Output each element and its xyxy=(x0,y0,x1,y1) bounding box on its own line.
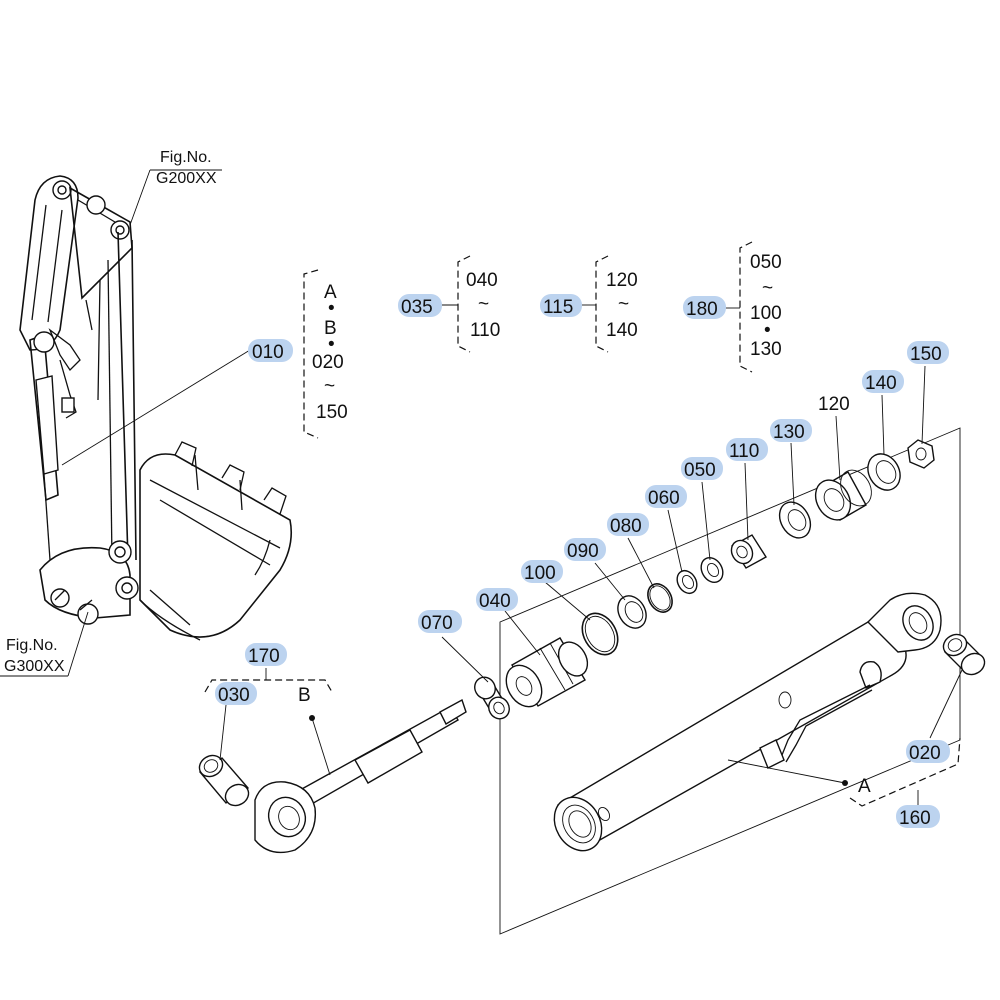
g010-item-b: B xyxy=(324,318,337,339)
part-060[interactable] xyxy=(673,567,701,597)
ref-130[interactable]: 130 xyxy=(773,422,805,443)
g180-item-130: 130 xyxy=(750,339,782,360)
g010-item-a: A xyxy=(324,282,337,303)
ref-060[interactable]: 060 xyxy=(648,488,680,509)
cylinder-tube[interactable] xyxy=(545,592,942,859)
part-100[interactable] xyxy=(575,607,625,661)
fig-ref-upper-code[interactable]: G200XX xyxy=(156,170,217,187)
part-080[interactable] xyxy=(643,580,677,617)
ref-170[interactable]: 170 xyxy=(248,646,280,667)
ref-070[interactable]: 070 xyxy=(421,613,453,634)
piston-rod[interactable] xyxy=(254,698,467,854)
g010-item-150: 150 xyxy=(316,402,348,423)
part-130[interactable] xyxy=(773,497,816,544)
ref-050[interactable]: 050 xyxy=(684,460,716,481)
g010-item-dot2: • xyxy=(328,334,335,355)
g035-item-040: 040 xyxy=(466,270,498,291)
leader-lines xyxy=(0,169,963,786)
ref-180[interactable]: 180 xyxy=(686,299,718,320)
g010-item-020: 020 xyxy=(312,352,344,373)
ref-110[interactable]: 110 xyxy=(729,441,759,462)
ref-120[interactable]: 120 xyxy=(818,394,850,415)
ref-035[interactable]: 035 xyxy=(401,297,433,318)
part-120[interactable] xyxy=(809,465,878,527)
bushing-030[interactable] xyxy=(196,751,253,809)
bushing-020[interactable] xyxy=(940,630,989,678)
g180-item-dot: • xyxy=(764,320,771,341)
g180-item-100: 100 xyxy=(750,303,782,324)
g035-item-tilde: ~ xyxy=(478,294,489,315)
g180-item-050: 050 xyxy=(750,252,782,273)
fig-ref-lower-title: Fig.No. xyxy=(6,637,58,654)
part-070[interactable] xyxy=(471,673,513,722)
ref-140[interactable]: 140 xyxy=(865,373,897,394)
ref-020[interactable]: 020 xyxy=(909,743,941,764)
ref-150[interactable]: 150 xyxy=(910,344,942,365)
part-110[interactable] xyxy=(727,534,767,569)
part-150[interactable] xyxy=(907,439,935,469)
marker-a: A xyxy=(858,776,871,797)
marker-b: B xyxy=(298,685,311,706)
ref-040[interactable]: 040 xyxy=(479,591,511,612)
g115-item-120: 120 xyxy=(606,270,638,291)
fig-ref-upper-title: Fig.No. xyxy=(160,149,212,166)
part-140[interactable] xyxy=(862,448,907,496)
boom-arm-assembly xyxy=(19,175,139,625)
g115-item-140: 140 xyxy=(606,320,638,341)
g010-item-tilde: ~ xyxy=(324,376,335,397)
part-040[interactable] xyxy=(499,637,593,713)
g180-item-tilde: ~ xyxy=(762,278,773,299)
fig-ref-lower-code[interactable]: G300XX xyxy=(4,658,65,675)
part-050[interactable] xyxy=(697,554,727,587)
ref-090[interactable]: 090 xyxy=(567,541,599,562)
ref-160[interactable]: 160 xyxy=(899,808,931,829)
group-brackets xyxy=(204,241,961,807)
g010-item-dot1: • xyxy=(328,298,335,319)
labels: Fig.No. G200XX Fig.No. G300XX 010 A • B … xyxy=(4,149,950,829)
ref-030[interactable]: 030 xyxy=(218,685,250,706)
ref-100[interactable]: 100 xyxy=(524,563,556,584)
ref-010[interactable]: 010 xyxy=(252,342,284,363)
g035-item-110: 110 xyxy=(470,320,500,341)
ref-115[interactable]: 115 xyxy=(543,297,573,318)
g115-item-tilde: ~ xyxy=(618,294,629,315)
bucket xyxy=(139,441,293,641)
ref-080[interactable]: 080 xyxy=(610,516,642,537)
part-090[interactable] xyxy=(612,591,652,633)
